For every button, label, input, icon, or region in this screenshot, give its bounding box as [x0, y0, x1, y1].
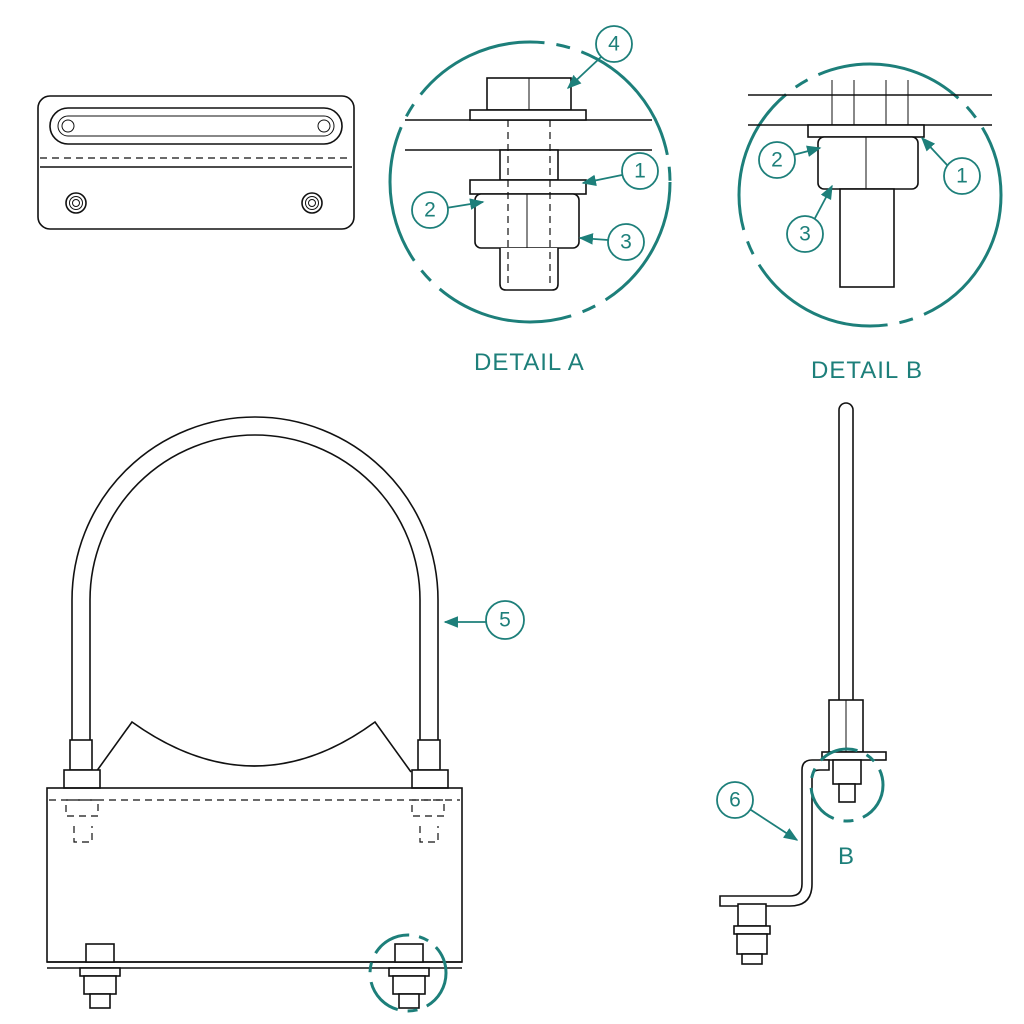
balloon-5: [485, 600, 525, 640]
side-bottom-bolt: [733, 903, 771, 965]
detail-b-balloon-3-number: 3: [799, 223, 811, 246]
saddle-profile: [95, 720, 412, 773]
detail-a-balloon-2: [411, 191, 449, 229]
detail-b-leader-3: [813, 184, 833, 221]
top-view-outline: [37, 95, 355, 230]
detail-a-leader-1: [581, 174, 623, 187]
detail-b: 1 2 3 DETAIL B: [737, 62, 1003, 384]
detail-b-balloon-2-number: 2: [771, 149, 783, 172]
slot-inner: [57, 115, 335, 137]
detail-a: 4 1 2 3 DETAIL A: [388, 25, 672, 376]
detail-a-balloon-2-number: 2: [424, 199, 436, 222]
hidden-stud-left: [65, 799, 99, 843]
top-view-bolt-left: [65, 192, 87, 214]
detail-a-washer-top: [469, 109, 587, 121]
side-u-bolt: [838, 402, 854, 700]
detail-a-balloon-4: [595, 25, 633, 63]
detail-b-leader-1: [921, 136, 949, 167]
detail-b-balloon-3: [786, 215, 824, 253]
bottom-bolt-left: [79, 943, 121, 1009]
slot-bolt-right: [317, 119, 331, 133]
detail-b-boundary: [737, 62, 1003, 328]
top-view: [37, 95, 355, 230]
detail-b-balloon-1: [943, 157, 981, 195]
u-bolt-outer: [71, 416, 439, 740]
u-bolt-nut-right: [417, 739, 441, 771]
detail-b-balloon-1-number: 1: [956, 165, 968, 188]
u-bolt-inner: [89, 434, 421, 740]
detail-a-bolt-shank: [499, 149, 559, 181]
detail-b-label: DETAIL B: [811, 357, 923, 384]
balloon-6-number: 6: [729, 789, 741, 812]
detail-b-stud: [839, 188, 895, 288]
detail-a-balloon-3-number: 3: [620, 231, 632, 254]
detail-b-nut: [817, 136, 919, 190]
detail-a-label: DETAIL A: [474, 349, 585, 376]
slot-bolt-left: [61, 119, 75, 133]
detail-a-washer: [469, 179, 587, 195]
detail-a-boundary: [388, 40, 672, 324]
detail-a-leader-2: [445, 198, 485, 210]
detail-b-balloon-2: [758, 141, 796, 179]
detail-a-balloon-1: [621, 152, 659, 190]
side-nut-lower: [832, 759, 862, 785]
detail-b-leader-2: [792, 145, 822, 157]
detail-b-callout-circle: [809, 747, 885, 823]
leader-6: [747, 807, 799, 841]
detail-a-callout-circle: [368, 933, 448, 1013]
detail-a-balloon-4-number: 4: [608, 33, 620, 56]
detail-b-washer: [807, 124, 925, 138]
side-view: B 6: [716, 402, 887, 965]
balloon-6: [716, 781, 754, 819]
detail-a-leader-3: [578, 233, 609, 245]
detail-a-leader-4: [566, 56, 602, 89]
detail-a-balloon-3: [607, 223, 645, 261]
detail-a-balloon-1-number: 1: [634, 160, 646, 183]
top-view-bolt-right: [301, 192, 323, 214]
view-b-letter: B: [838, 843, 855, 870]
bottom-bolt-right: [388, 943, 430, 1009]
balloon-5-number: 5: [499, 609, 511, 632]
slot-outer: [49, 107, 343, 145]
hidden-stud-right: [411, 799, 445, 843]
detail-a-bolt-end: [499, 248, 559, 291]
u-bolt-nut-left: [69, 739, 93, 771]
front-view: 5: [46, 416, 525, 1013]
